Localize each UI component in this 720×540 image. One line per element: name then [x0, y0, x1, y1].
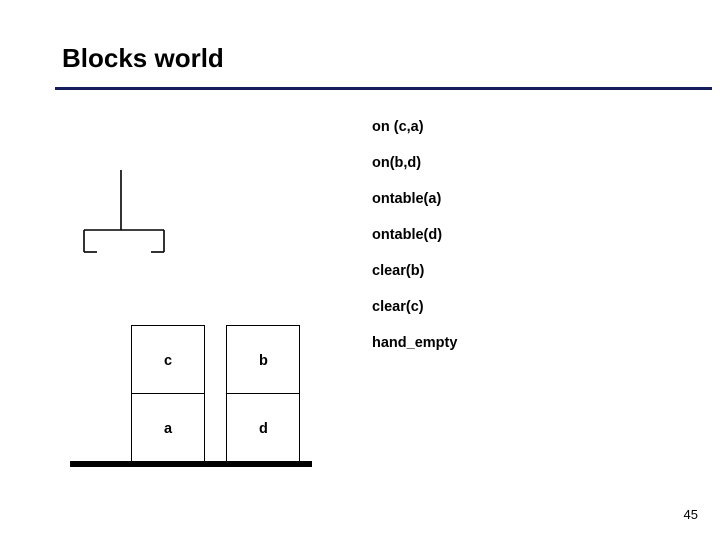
block-a: a [131, 394, 205, 463]
predicate-clear-b: clear(b) [372, 263, 425, 279]
blocks-world-diagram: c a b d [60, 320, 330, 475]
predicate-ontable-d: ontable(d) [372, 227, 443, 243]
block-label-d: d [259, 421, 268, 437]
block-d: d [226, 394, 300, 463]
robot-gripper-icon [80, 168, 172, 258]
right-stack: b d [226, 325, 300, 463]
page-title: Blocks world [62, 43, 224, 73]
block-c: c [131, 325, 205, 394]
gripper-svg [83, 170, 165, 253]
left-stack: c a [131, 325, 205, 463]
block-b: b [226, 325, 300, 394]
block-label-c: c [164, 353, 173, 369]
block-label-a: a [164, 421, 173, 437]
title-divider [55, 87, 712, 90]
predicate-hand-empty: hand_empty [372, 335, 458, 351]
predicate-list: on (c,a) on(b,d) ontable(a) ontable(d) c… [372, 118, 622, 370]
predicate-ontable-a: ontable(a) [372, 191, 442, 207]
predicate-on-c-a: on (c,a) [372, 119, 424, 135]
block-label-b: b [259, 353, 268, 369]
page-number: 45 [683, 507, 698, 522]
predicate-clear-c: clear(c) [372, 299, 424, 315]
predicate-on-b-d: on(b,d) [372, 155, 422, 171]
table-surface [70, 461, 312, 467]
